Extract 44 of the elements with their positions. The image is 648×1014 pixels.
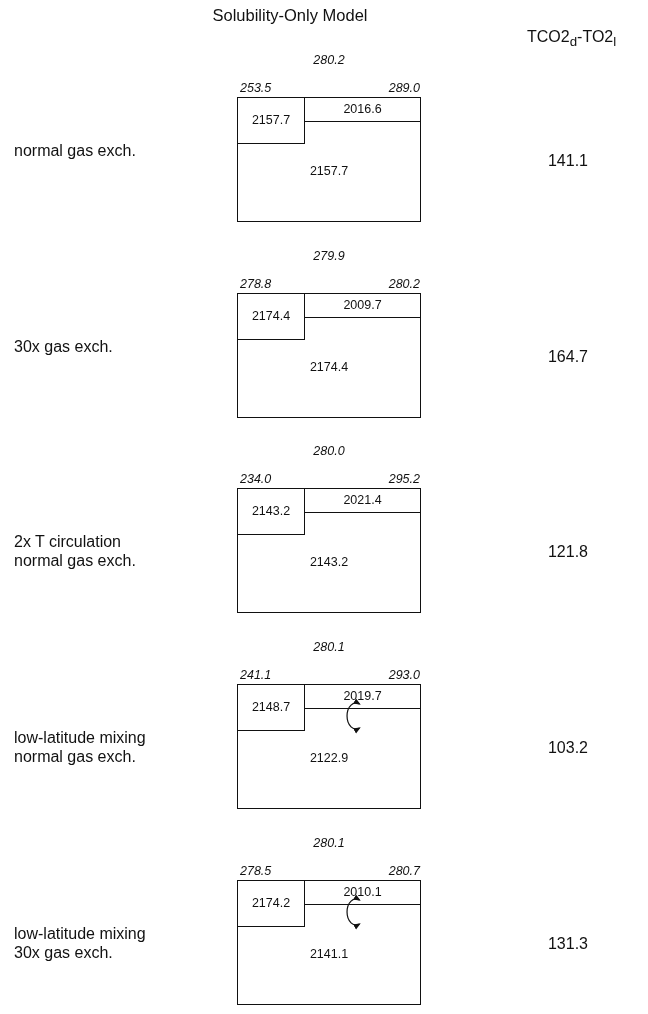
title: Solubility-Only Model (211, 6, 369, 25)
mixing-arrow (346, 894, 361, 929)
atmosphere-value: 280.0 (312, 444, 346, 459)
atmosphere-value: 280.1 (312, 835, 346, 850)
value-text: 2009.7 (342, 297, 383, 312)
pco2-value: 278.8 (240, 276, 272, 291)
column-header: TCO2$_{d}$-TO2$_{l}$ (527, 28, 617, 50)
value-text: 2157.7 (250, 113, 292, 127)
value-text: 2174.4 (250, 308, 292, 323)
value-text: 2157.7 (308, 164, 350, 178)
pco2-value: 280.7 (388, 863, 420, 878)
difference-value: 131.3 (546, 934, 589, 953)
value-text: 2141.1 (308, 946, 350, 961)
pco2-value: 241.1 (240, 668, 272, 683)
value-text: 2174.4 (308, 359, 350, 374)
value-text: 2143.2 (308, 555, 350, 570)
row-label: normal gas exch. (14, 141, 137, 160)
value-text: 2148.7 (250, 700, 292, 715)
pco2-value: 293.0 (388, 668, 420, 683)
value-text: 2174.2 (250, 895, 292, 910)
pco2-value: 253.5 (240, 81, 272, 95)
value-text: 2019.7 (342, 689, 383, 704)
pco2-value: 289.0 (388, 81, 420, 95)
pco2-value: 295.2 (388, 472, 420, 487)
pco2-value: 234.0 (240, 472, 272, 487)
difference-value: 164.7 (546, 347, 589, 366)
difference-value: 141.1 (546, 152, 589, 170)
atmosphere-value: 279.9 (312, 248, 346, 263)
difference-value: 103.2 (546, 739, 589, 758)
row-label: 2x T circulation normal gas exch. (14, 532, 137, 571)
row-label: 30x gas exch. (14, 336, 114, 356)
pco2-value: 278.5 (240, 863, 272, 878)
row-label: low-latitude mixing normal gas exch. (14, 728, 147, 767)
difference-value: 121.8 (546, 543, 589, 562)
value-text: 2122.9 (308, 751, 350, 766)
atmosphere-value: 280.1 (312, 640, 346, 655)
value-text: 2010.1 (342, 884, 383, 899)
mixing-arrow (346, 698, 361, 734)
atmosphere-value: 280.2 (312, 53, 346, 67)
pco2-value: 280.2 (388, 276, 420, 291)
row-label: low-latitude mixing 30x gas exch. (14, 923, 147, 962)
value-text: 2016.6 (342, 102, 383, 116)
value-text: 2021.4 (342, 493, 383, 508)
value-text: 2143.2 (250, 504, 292, 519)
